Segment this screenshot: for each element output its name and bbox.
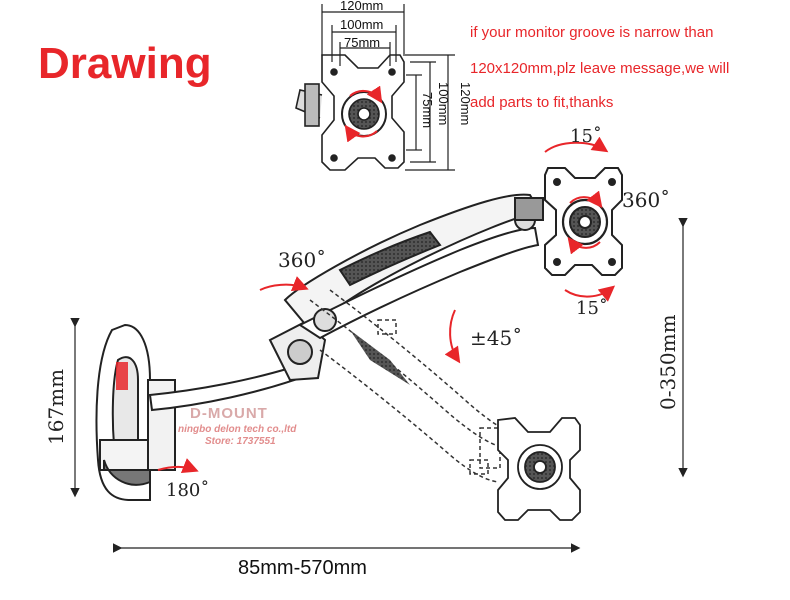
- watermark-company: ningbo delon tech co.,ltd: [178, 424, 297, 435]
- arm-tilt-label: ±45˚: [470, 326, 523, 350]
- wall-bracket: [95, 323, 176, 501]
- vesa-height-100: 100mm: [436, 82, 451, 126]
- note-line-2: 120x120mm,plz leave message,we will: [470, 60, 730, 77]
- vesa-horizontal-dims: [321, 4, 405, 66]
- tilt-bottom-label: 15˚: [576, 298, 608, 319]
- base-swivel-label: 180˚: [166, 480, 210, 501]
- vesa-vertical-dims: [405, 54, 455, 171]
- vesa-height-120: 120mm: [458, 82, 473, 126]
- note-line-3: add parts to fit,thanks: [470, 94, 614, 111]
- rotation-left-label: 360˚: [278, 248, 327, 272]
- gas-arm-upper: [283, 193, 544, 340]
- watermark-brand: D-MOUNT: [190, 405, 268, 422]
- monitor-plate-upper: [544, 136, 623, 302]
- vesa-width-75: 75mm: [344, 35, 381, 50]
- base-height-label: 167mm: [44, 368, 68, 445]
- vesa-plate-detail: [295, 54, 405, 171]
- watermark-store: Store: 1737551: [205, 436, 276, 447]
- vesa-height-75: 75mm: [420, 92, 435, 129]
- rotation-right-label: 360˚: [622, 188, 671, 212]
- drawing-title: Drawing: [38, 39, 212, 88]
- tilt-top-label: 15˚: [570, 126, 602, 147]
- height-range-label: 0-350mm: [656, 314, 680, 410]
- rotation-arrows: [157, 276, 461, 473]
- vesa-width-100: 100mm: [340, 17, 384, 32]
- extension-label: 85mm-570mm: [238, 557, 367, 579]
- vesa-width-120: 120mm: [340, 0, 384, 13]
- monitor-plate-lower: [497, 417, 581, 521]
- note-line-1: if your monitor groove is narrow than: [470, 24, 714, 41]
- gas-arm-ghost: [309, 289, 511, 483]
- lower-arm: [148, 320, 327, 412]
